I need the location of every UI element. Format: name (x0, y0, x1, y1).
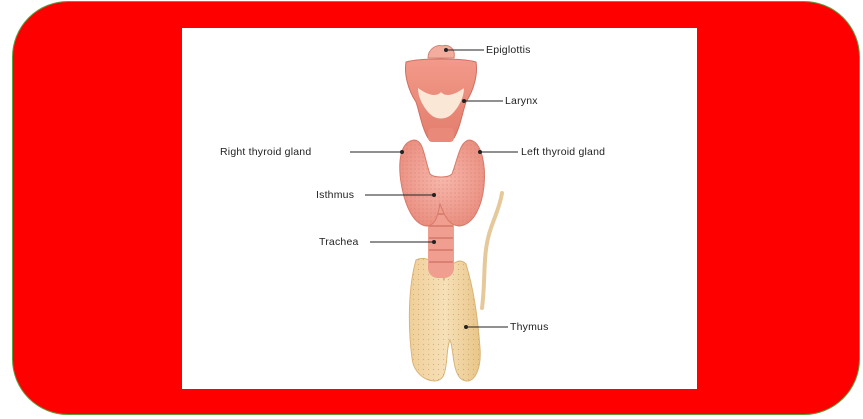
label-thymus: Thymus (510, 321, 549, 333)
epiglottis-organ (428, 46, 454, 59)
label-epiglottis: Epiglottis (486, 44, 531, 56)
label-isthmus: Isthmus (316, 189, 354, 201)
thymus-stalk (482, 193, 502, 308)
label-larynx: Larynx (505, 95, 538, 107)
label-right-thyroid-gland: Right thyroid gland (220, 146, 311, 158)
label-trachea: Trachea (319, 236, 359, 248)
label-left-thyroid-gland: Left thyroid gland (521, 146, 605, 158)
thyroid-anatomy-illustration (182, 28, 697, 389)
anatomy-image-panel: Epiglottis Larynx Right thyroid gland Le… (182, 28, 697, 389)
